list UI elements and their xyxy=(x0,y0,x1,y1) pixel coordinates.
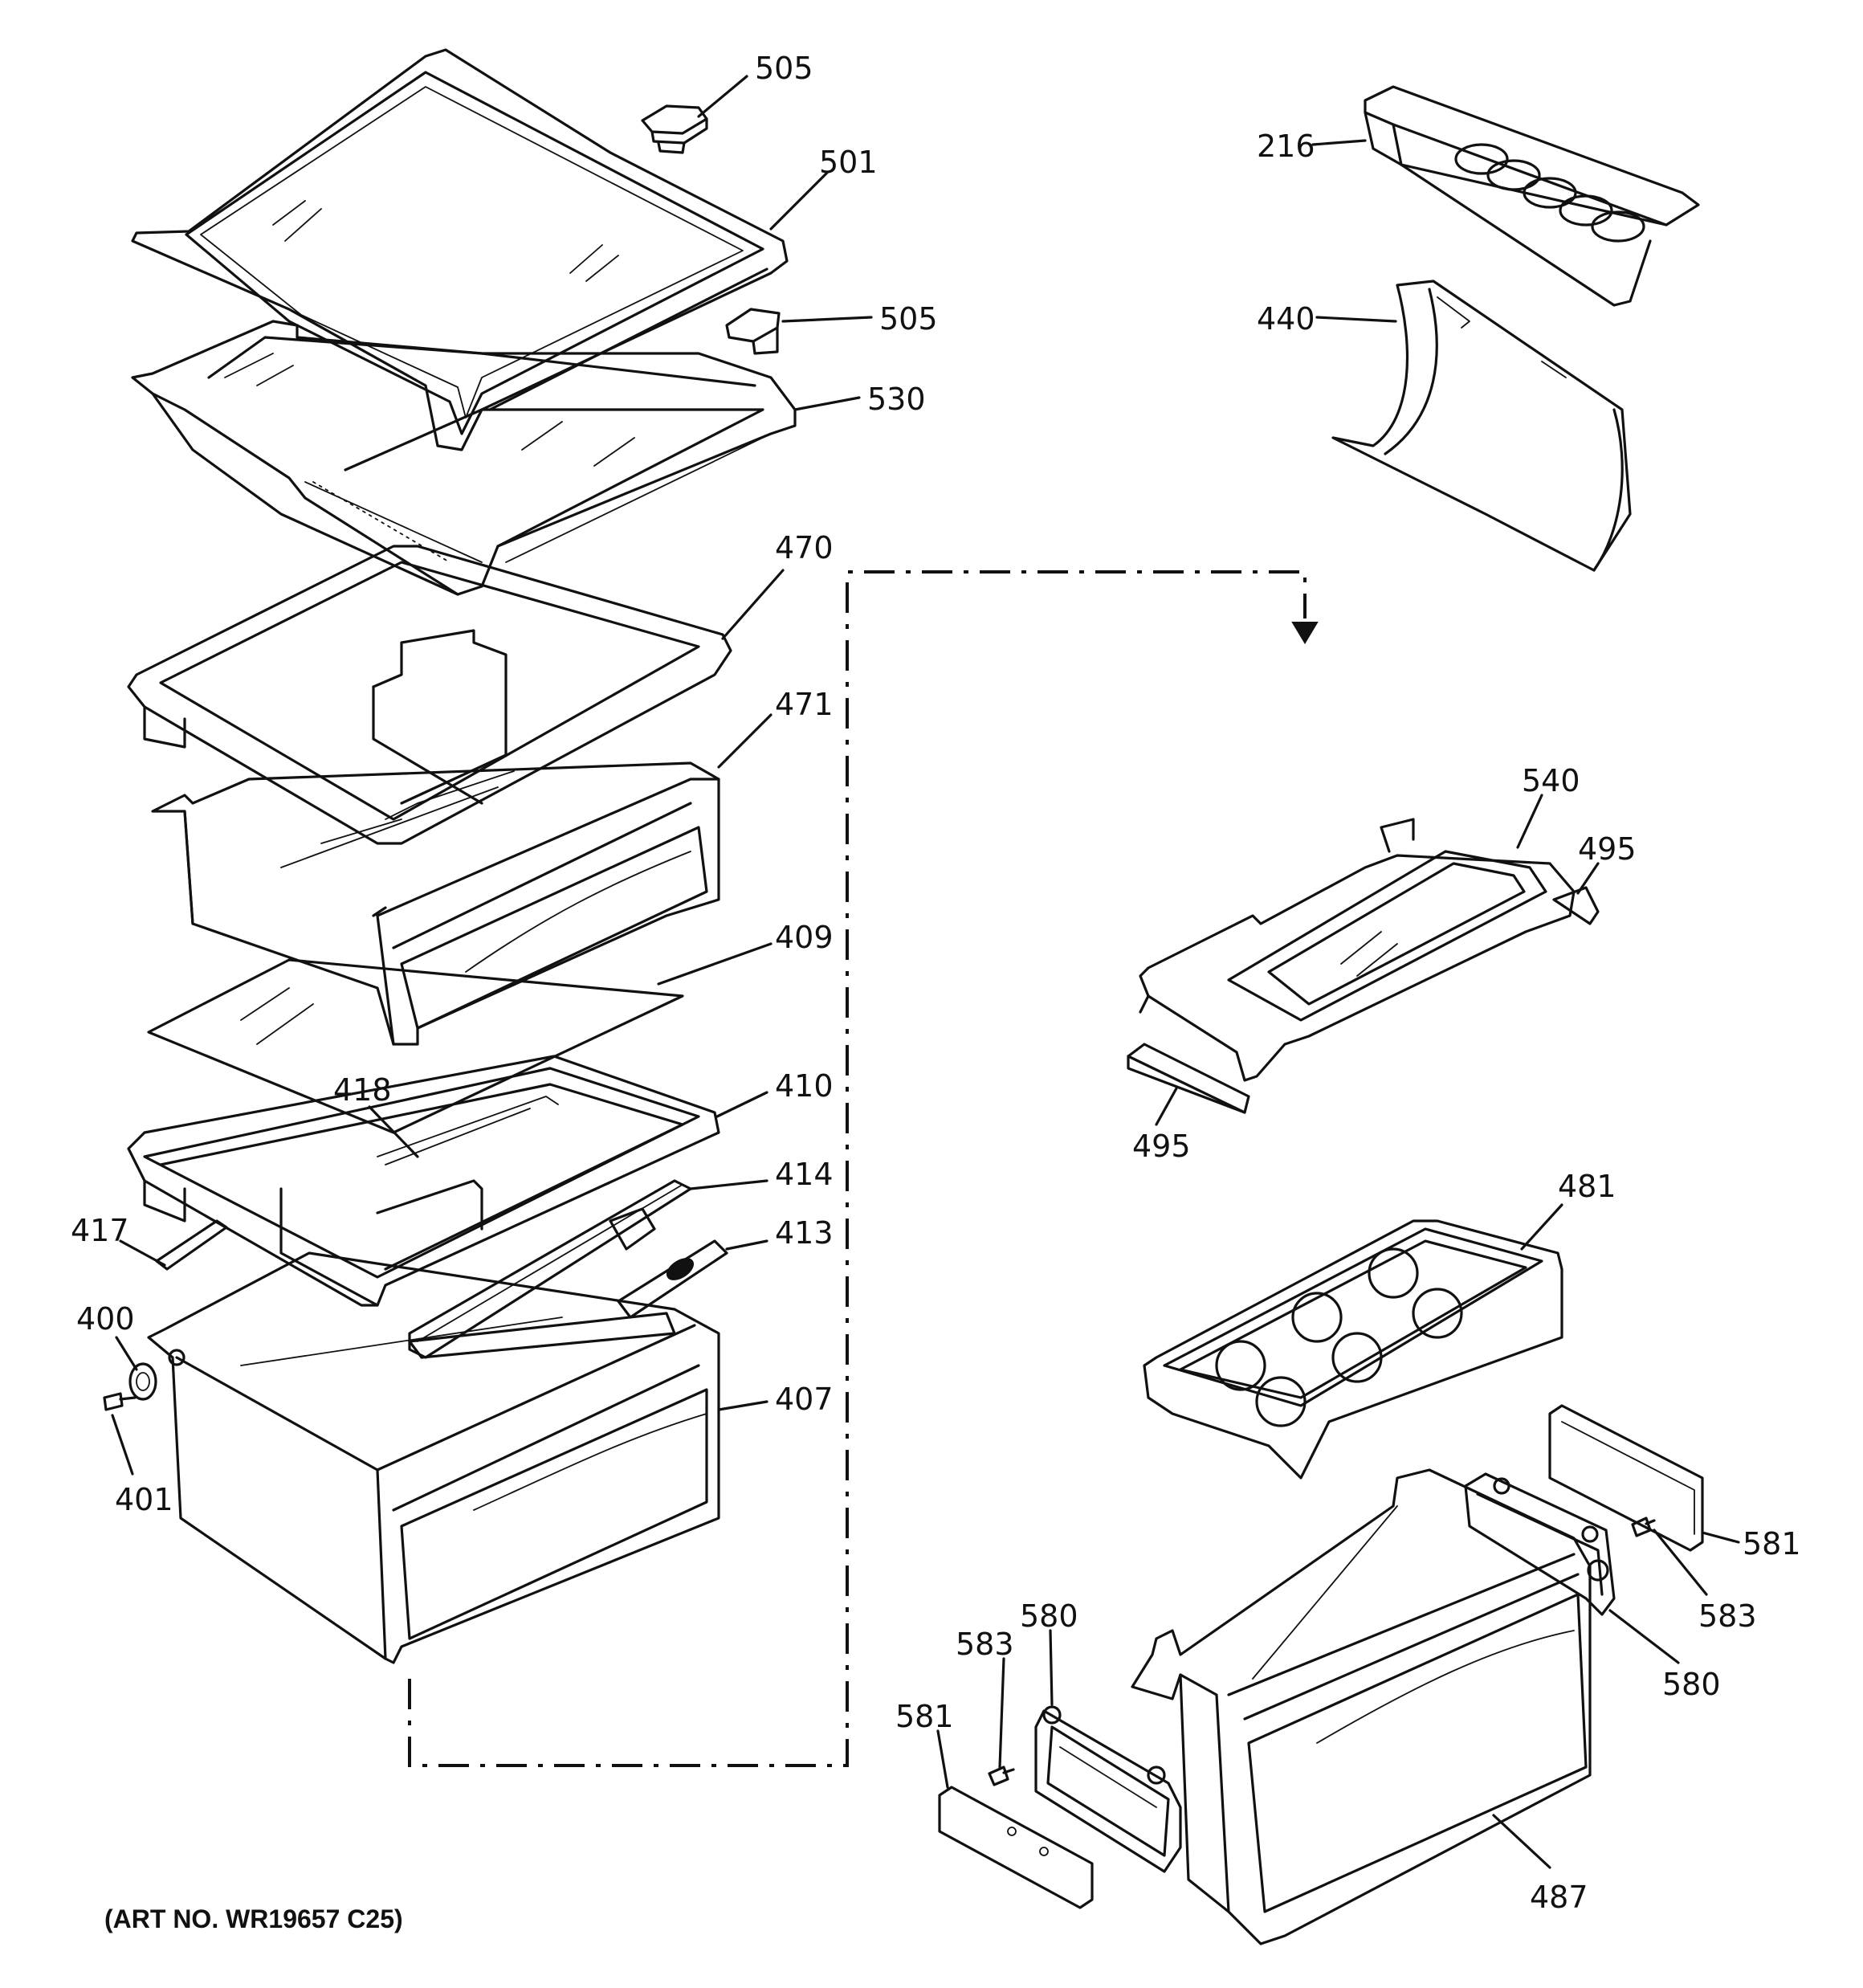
bracket-580-right xyxy=(1464,1472,1616,1616)
callout-407: 407 xyxy=(775,1382,834,1417)
callout-505-top: 505 xyxy=(755,51,813,86)
callout-580-left: 580 xyxy=(1020,1598,1078,1634)
bin-216 xyxy=(1364,85,1700,307)
callout-410: 410 xyxy=(775,1068,834,1104)
callout-505-second: 505 xyxy=(879,301,938,337)
callout-labels: 505 501 505 530 470 471 409 418 410 414 … xyxy=(71,51,1801,1915)
callout-216: 216 xyxy=(1257,129,1315,164)
shelf-clip-505-second xyxy=(725,308,781,355)
callout-501: 501 xyxy=(819,145,878,180)
callout-530: 530 xyxy=(867,382,926,417)
screw-401 xyxy=(103,1392,137,1411)
callout-487: 487 xyxy=(1530,1880,1588,1915)
roller-413 xyxy=(609,1207,728,1319)
glass-panel-409 xyxy=(147,958,684,1134)
callout-leaders xyxy=(111,75,1740,1869)
curved-panel-440 xyxy=(1331,280,1632,572)
rail-414 xyxy=(408,1179,692,1359)
shelf-540 xyxy=(1139,818,1576,1082)
assembly-reference-arrow xyxy=(1291,622,1319,644)
callout-401: 401 xyxy=(115,1482,173,1517)
bracket-580-left xyxy=(1034,1705,1182,1873)
callout-413: 413 xyxy=(775,1215,834,1251)
callout-440: 440 xyxy=(1257,301,1315,337)
rail-581-right xyxy=(1548,1404,1704,1552)
screw-583-left xyxy=(988,1766,1015,1786)
crisper-cover-frame-410 xyxy=(127,1055,720,1307)
callout-481: 481 xyxy=(1558,1169,1616,1204)
callout-495-left: 495 xyxy=(1132,1129,1191,1164)
callout-418: 418 xyxy=(333,1072,392,1108)
callout-583-left: 583 xyxy=(956,1627,1014,1662)
callout-495-right: 495 xyxy=(1578,831,1637,867)
callout-581-right: 581 xyxy=(1743,1526,1801,1561)
callout-400: 400 xyxy=(76,1301,135,1337)
rod-417 xyxy=(155,1219,228,1271)
crisper-cover-frame-470 xyxy=(127,545,732,845)
rail-495-right xyxy=(1552,886,1600,925)
rail-581-left xyxy=(938,1786,1094,1909)
assembly-reference-line xyxy=(408,570,1307,1767)
bin-cover-481 xyxy=(1143,1219,1563,1480)
drawer-407 xyxy=(147,1251,720,1664)
callout-417: 417 xyxy=(71,1213,129,1248)
drawer-487 xyxy=(1131,1468,1592,1945)
callout-414: 414 xyxy=(775,1157,834,1192)
art-number-caption: (ART NO. WR19657 C25) xyxy=(104,1904,403,1933)
callout-540: 540 xyxy=(1522,763,1580,798)
callout-471: 471 xyxy=(775,687,834,722)
screw-583-right xyxy=(1631,1517,1656,1537)
callout-580-right: 580 xyxy=(1662,1667,1721,1702)
crisper-drawer-471 xyxy=(151,761,720,1046)
glass-shelf-501 xyxy=(131,48,789,451)
wheel-400 xyxy=(128,1362,157,1401)
callout-583-right: 583 xyxy=(1698,1598,1757,1634)
callout-470: 470 xyxy=(775,530,834,565)
shelf-frame-530 xyxy=(131,320,797,596)
shelf-clip-505-top xyxy=(641,104,708,154)
callout-409: 409 xyxy=(775,920,834,955)
callout-581-left: 581 xyxy=(895,1699,954,1734)
rail-495-left xyxy=(1127,1043,1250,1114)
